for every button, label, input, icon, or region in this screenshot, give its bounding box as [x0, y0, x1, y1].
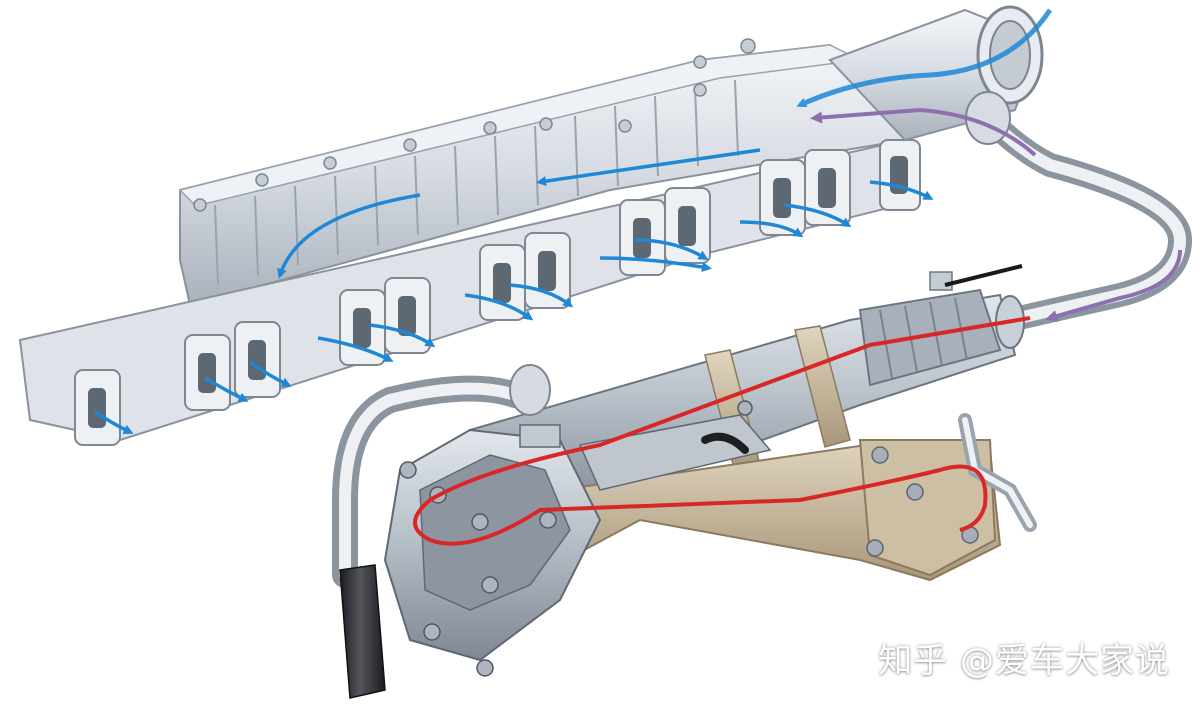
watermark-text: 知乎 @爱车大家说: [878, 641, 1170, 681]
mounting-bracket-icon: [558, 438, 1002, 582]
sensor-wire-icon: [944, 264, 1023, 287]
egr-transfer-pipe-icon: [965, 91, 1193, 332]
exhaust-flow-icon: [413, 316, 1031, 546]
fresh-air-flow-icon: [94, 8, 1053, 434]
egr-valve-housing-icon: [383, 400, 772, 677]
coolant-hose-icon: [332, 364, 1037, 699]
recirculated-flow-icon: [810, 107, 1182, 322]
